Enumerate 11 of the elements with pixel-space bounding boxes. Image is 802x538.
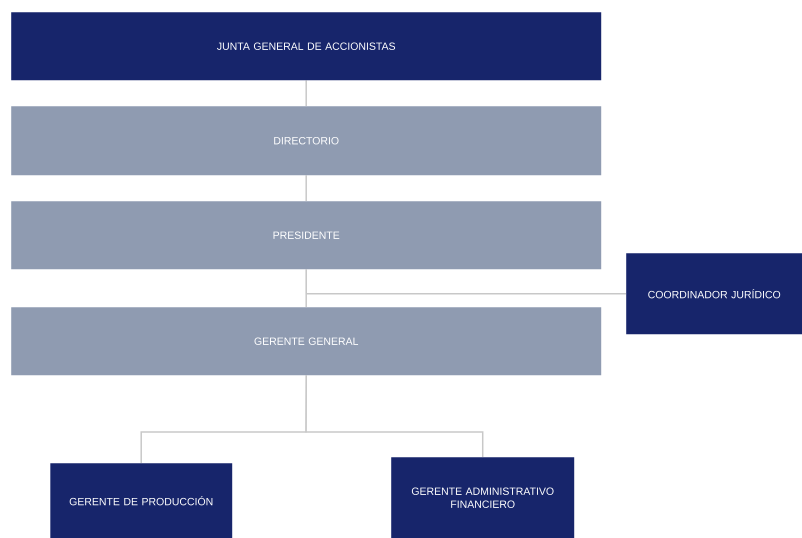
org-box: COORDINADOR JURÍDICO [626,253,802,334]
connector-line [305,80,307,106]
org-box: PRESIDENTE [11,201,602,270]
org-box: GERENTE ADMINISTRATIVO FINANCIERO [391,457,574,538]
connector-line [305,269,626,294]
connector-line [305,375,484,457]
org-box: DIRECTORIO [11,106,602,176]
org-box: GERENTE GENERAL [11,307,602,376]
connector-line [305,175,307,201]
org-box: JUNTA GENERAL DE ACCIONISTAS [11,12,602,80]
org-box: GERENTE DE PRODUCCIÓN [50,463,232,538]
